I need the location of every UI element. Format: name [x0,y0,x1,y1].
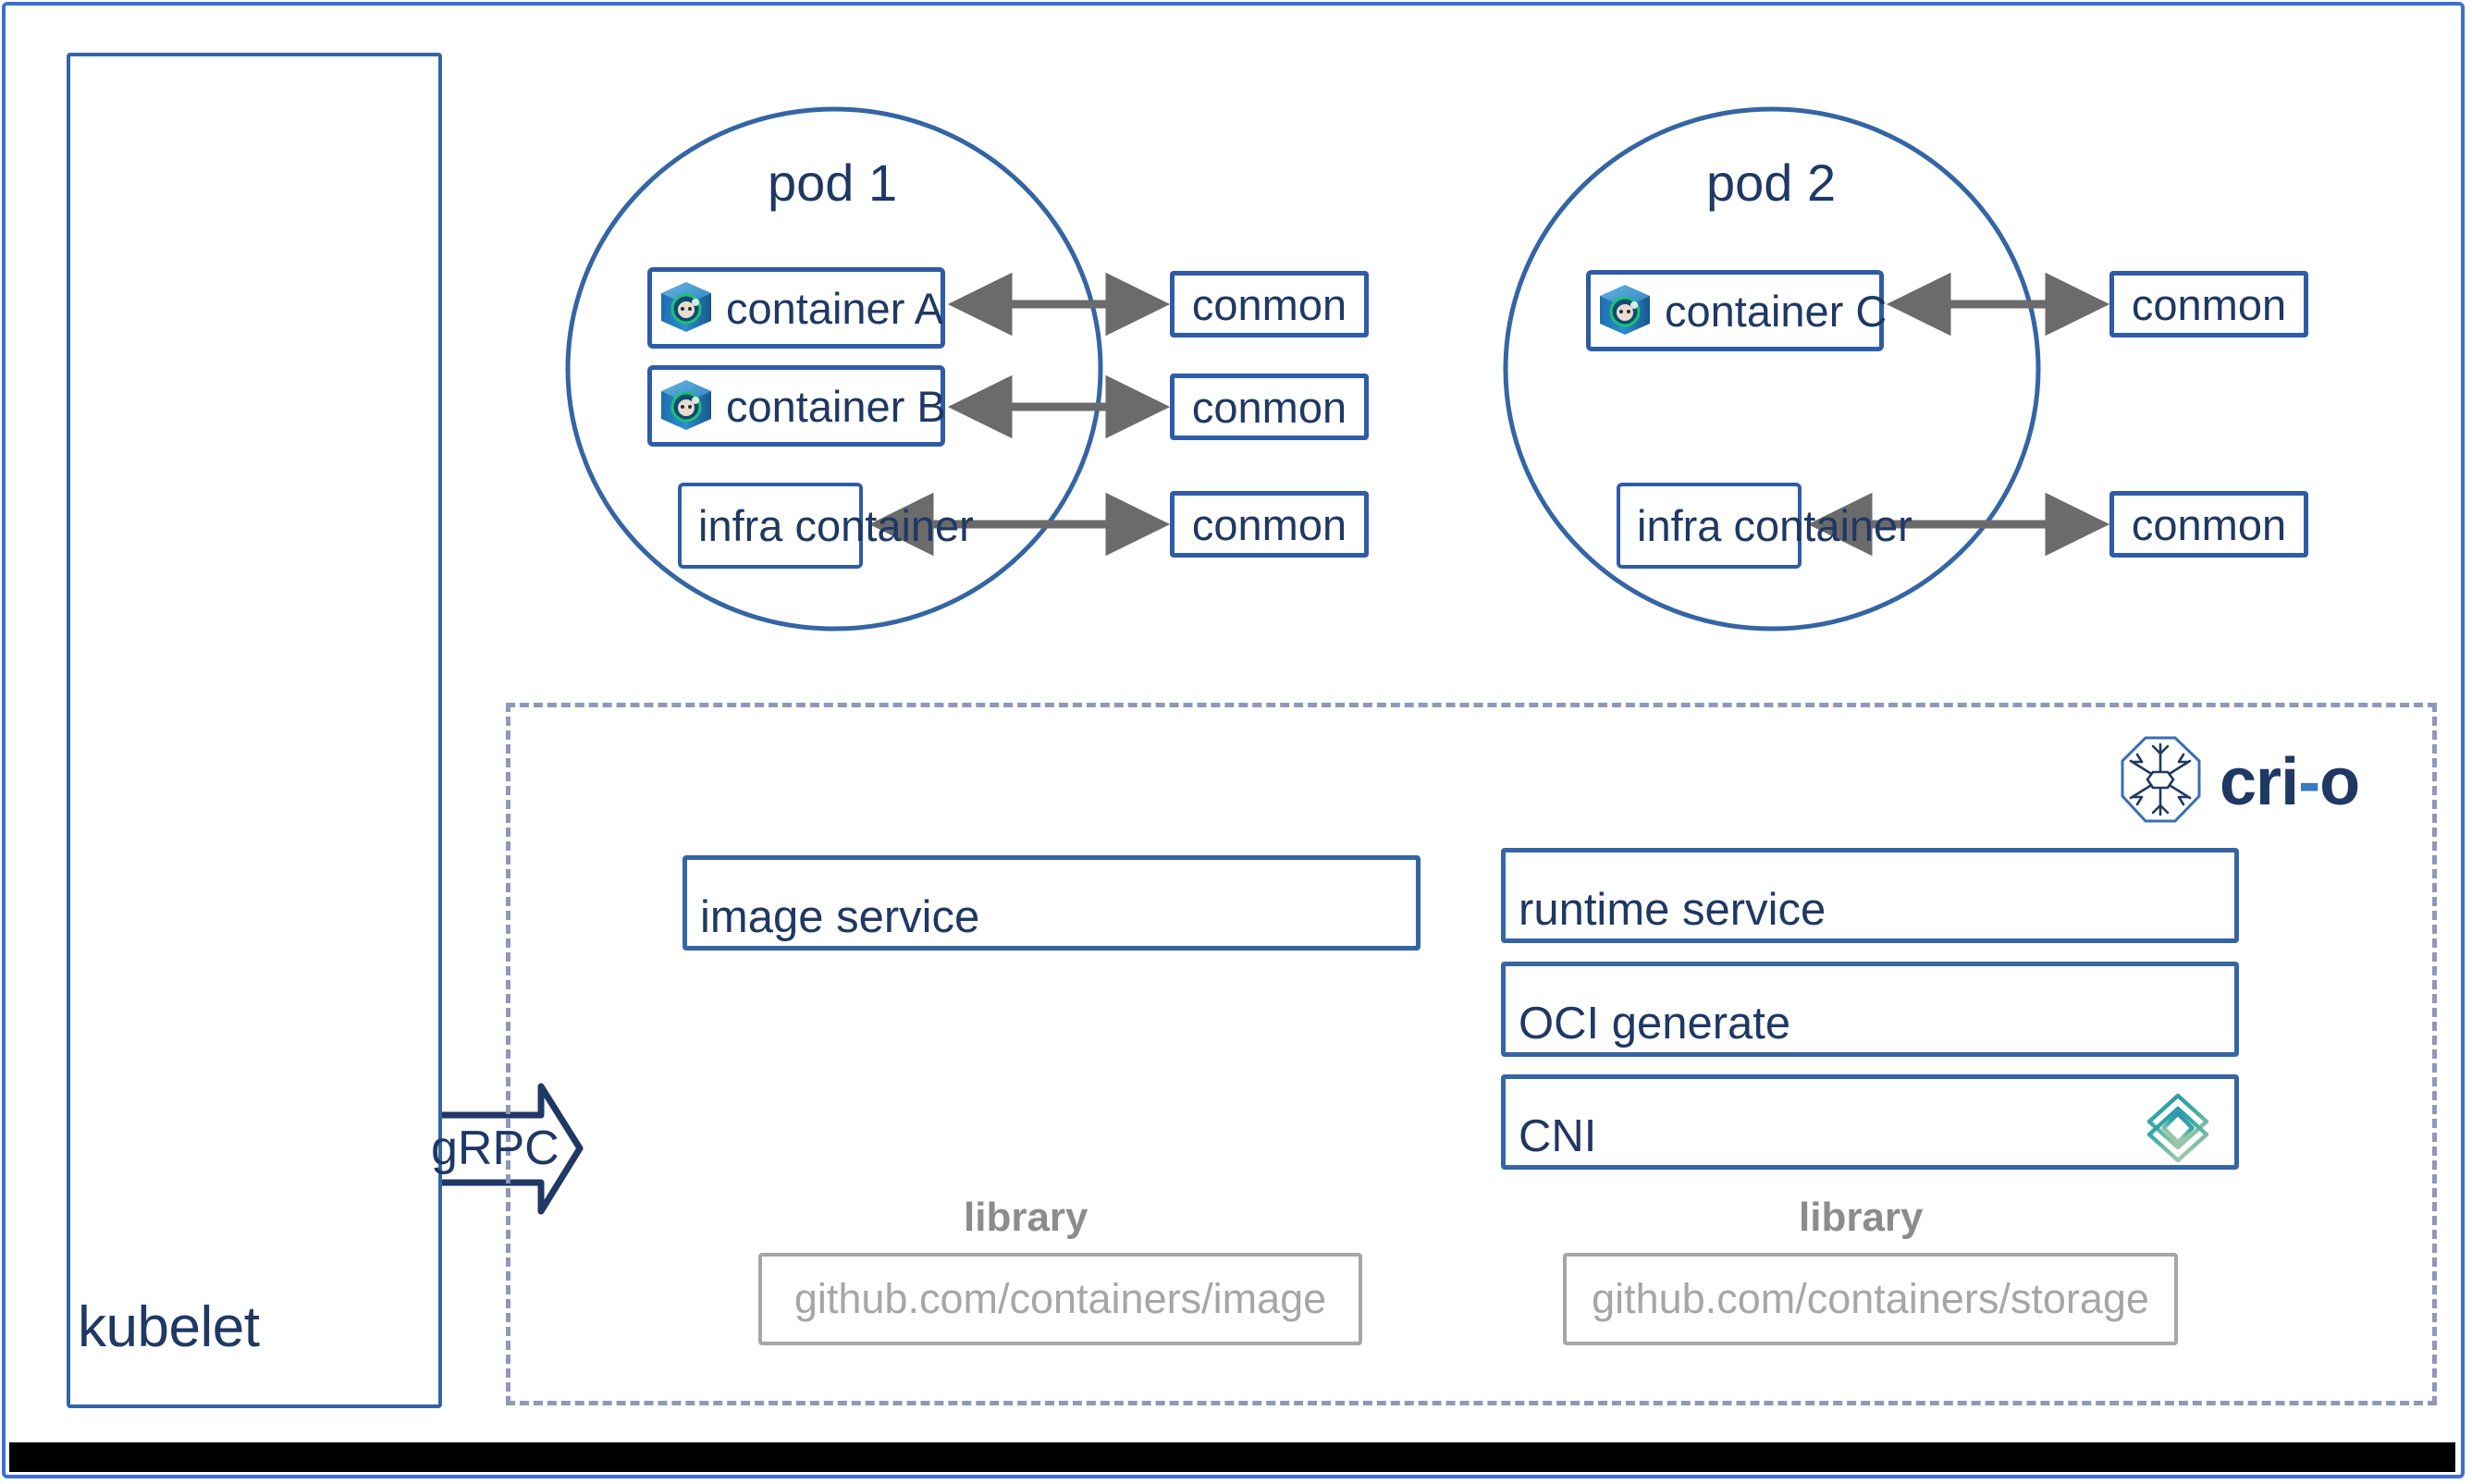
oci-generate-box[interactable]: OCI generate [1501,962,2239,1057]
conmon-label: conmon [1191,499,1347,549]
image-service-label: image service [700,892,980,942]
snowflake-octagon-icon [2118,735,2203,828]
pod-2-boundary [1503,106,2041,632]
conmon-a-box[interactable]: conmon [1170,271,1369,337]
cni-label: CNI [1519,1111,1597,1161]
conmon-c-box[interactable]: conmon [2109,271,2308,337]
crio-wordmark: cri-o [2220,744,2360,820]
kubelet-box[interactable] [67,53,442,1408]
infra-container-1-label: infra container [698,501,974,550]
conmon-infra-1-box[interactable]: conmon [1170,491,1369,558]
conmon-b-box[interactable]: conmon [1170,374,1369,440]
arrow-infra-2-conmon [1807,492,2110,557]
container-cube-icon [1596,283,1654,338]
conmon-label: conmon [1191,279,1347,329]
infra-container-2-label: infra container [1637,501,1912,550]
arrow-infra-1-conmon [868,492,1171,557]
crio-suffix: o [2319,744,2360,819]
infra-container-2-box[interactable]: infra container [1617,483,1912,569]
runtime-service-box[interactable]: runtime service [1501,848,2239,943]
container-a-label: container A [726,283,944,333]
oci-generate-label: OCI generate [1519,999,1791,1049]
crio-name: cri [2220,744,2299,819]
pod-1-title: pod 1 [768,153,898,212]
kubelet-label: kubelet [78,1295,260,1359]
library-1-box[interactable]: github.com/containers/image [758,1253,1362,1345]
conmon-infra-2-box[interactable]: conmon [2109,491,2308,558]
container-b-label: container B [726,381,946,431]
arrow-container-c-conmon [1886,272,2110,337]
library-1-repo: github.com/containers/image [793,1275,1327,1322]
container-c-box[interactable]: container C [1586,270,1888,351]
pod-1-boundary [565,106,1103,632]
bottom-bar [9,1442,2455,1472]
arrow-container-a-conmon [947,272,1171,337]
library-2-box[interactable]: github.com/containers/storage [1563,1253,2178,1345]
cni-box[interactable]: CNI [1501,1074,2239,1170]
arrow-container-b-conmon [947,374,1171,439]
conmon-label: conmon [2131,499,2287,549]
cni-diamond-icon [2140,1090,2216,1166]
library-2-title: library [1799,1195,1924,1240]
runtime-service-label: runtime service [1519,885,1826,935]
conmon-label: conmon [1191,382,1347,432]
container-cube-icon [658,280,715,336]
crio-region [506,703,2437,1405]
image-service-box[interactable]: image service [683,855,1420,950]
grpc-label: gRPC [431,1122,560,1175]
container-a-box[interactable]: container A [647,267,945,349]
container-b-box[interactable]: container B [647,365,946,447]
crio-logo: cri-o [2118,735,2360,828]
library-1-title: library [964,1195,1088,1240]
conmon-label: conmon [2131,279,2287,329]
infra-container-1-box[interactable]: infra container [678,483,974,569]
container-cube-icon [658,378,715,434]
library-2-repo: github.com/containers/storage [1592,1275,2149,1322]
container-c-label: container C [1665,286,1888,336]
pod-2-title: pod 2 [1706,153,1837,212]
crio-dash: - [2298,744,2320,819]
